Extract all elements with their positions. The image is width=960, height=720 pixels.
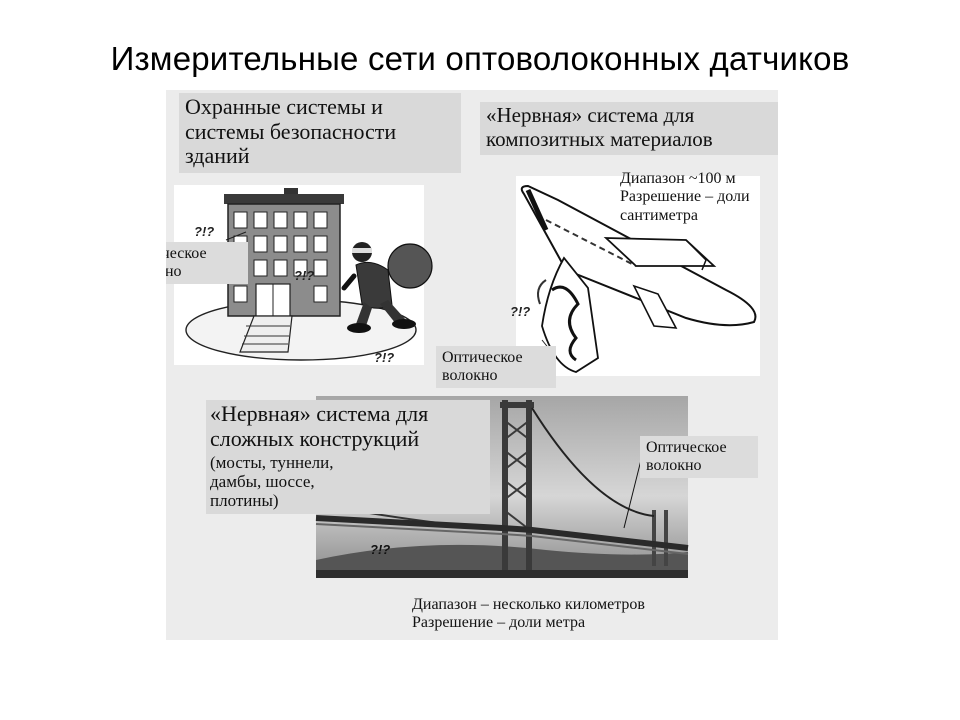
bridge-example-line: дамбы, шоссе, <box>210 472 315 492</box>
bridge-alert-mark: ?!? <box>370 542 391 557</box>
fiber-label-line: Оптическое <box>442 349 523 366</box>
building-heading-line: системы безопасности <box>185 118 397 144</box>
building-alert-mark: ?!? <box>374 350 395 365</box>
bridge-fiber-label: Оптическое волокно <box>640 436 758 478</box>
building-heading: Охранные системы и системы безопасности … <box>179 93 461 173</box>
bridge-example-line: (мосты, туннели, <box>210 453 334 473</box>
building-alert-mark: ?!? <box>194 224 215 239</box>
slide-title: Измерительные сети оптоволоконных датчик… <box>110 40 850 77</box>
aircraft-spec-line: сантиметра <box>620 206 699 224</box>
bridge-specs: Диапазон – несколько километров Разрешен… <box>412 596 645 633</box>
burglar-with-sack-icon <box>341 242 433 333</box>
aircraft-heading: «Нервная» система для композитных матери… <box>480 102 778 156</box>
illustration-panel: Охранные системы и системы безопасности … <box>166 90 778 640</box>
aircraft-fiber-label: Оптическое волокно <box>436 346 556 388</box>
building-scene <box>174 185 433 365</box>
building-alert-mark: ?!? <box>294 268 315 283</box>
bridge-example-line: плотины) <box>210 491 279 511</box>
aircraft-scene <box>516 176 760 376</box>
aircraft-spec-line: Разрешение – доли <box>620 188 750 206</box>
aircraft-spec-line: Диапазон ~100 м <box>620 170 736 187</box>
bridge-spec-line: Диапазон – несколько километров <box>412 596 645 613</box>
fiber-label-line: Оптическое <box>166 245 207 262</box>
building-heading-line: зданий <box>185 143 250 169</box>
aircraft-heading-line: композитных материалов <box>486 126 713 151</box>
fiber-label-line: волокно <box>166 262 182 280</box>
aircraft-alert-mark: ?!? <box>510 304 531 319</box>
bridge-heading-line: сложных конструкций <box>210 425 420 451</box>
fiber-label-line: волокно <box>646 456 702 474</box>
fiber-label-line: Оптическое <box>646 439 727 456</box>
fiber-label-line: волокно <box>442 366 498 384</box>
office-building-icon <box>224 188 344 353</box>
building-heading-line: Охранные системы и <box>185 94 383 119</box>
building-fiber-label: Оптическое волокно <box>166 242 248 284</box>
airplane-icon <box>520 184 757 373</box>
bridge-spec-line: Разрешение – доли метра <box>412 614 586 632</box>
aircraft-specs: Диапазон ~100 м Разрешение – доли сантим… <box>620 170 750 225</box>
bridge-heading-line: «Нервная» система для <box>210 401 429 426</box>
bridge-heading: «Нервная» система для сложных конструкци… <box>206 400 490 515</box>
aircraft-heading-line: «Нервная» система для <box>486 103 695 127</box>
